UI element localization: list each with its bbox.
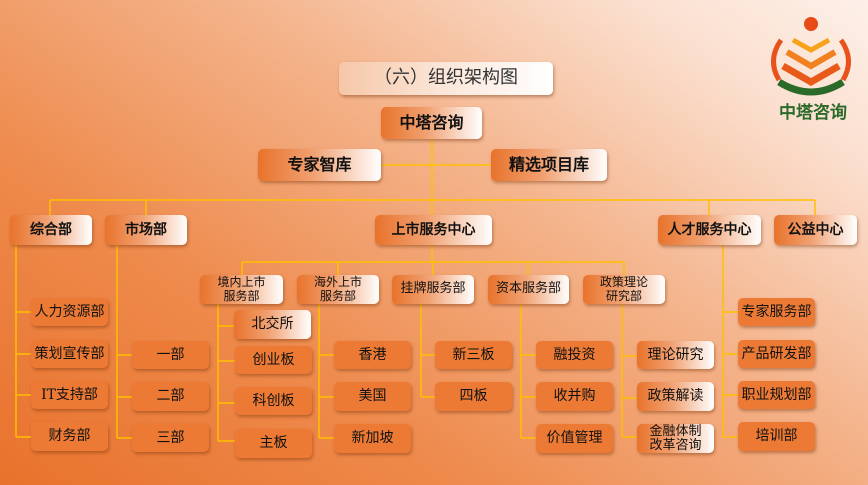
leaf-node[interactable]: 新加坡 bbox=[334, 424, 411, 453]
page-title: （六）组织架构图 bbox=[339, 62, 553, 95]
leaf-node[interactable]: 新三板 bbox=[435, 341, 512, 369]
leaf-node[interactable]: 人力资源部 bbox=[31, 298, 108, 326]
leaf-node[interactable]: 价值管理 bbox=[536, 424, 613, 453]
listing-dept-node[interactable]: 挂牌服务部 bbox=[392, 275, 474, 304]
leaf-node[interactable]: 职业规划部 bbox=[738, 381, 815, 409]
center-node[interactable]: 上市服务中心 bbox=[375, 215, 492, 245]
leaf-node[interactable]: 创业板 bbox=[235, 346, 312, 374]
leaf-node[interactable]: 主板 bbox=[235, 429, 312, 458]
listing-dept-node[interactable]: 海外上市 服务部 bbox=[297, 275, 379, 304]
leaf-node[interactable]: 专家服务部 bbox=[738, 298, 815, 326]
leaf-node[interactable]: 培训部 bbox=[738, 422, 815, 451]
advisor-node[interactable]: 精选项目库 bbox=[491, 149, 607, 181]
leaf-node[interactable]: 产品研发部 bbox=[738, 340, 815, 368]
listing-dept-node[interactable]: 境内上市 服务部 bbox=[200, 275, 283, 304]
leaf-node[interactable]: 北交所 bbox=[234, 310, 311, 339]
center-node[interactable]: 市场部 bbox=[105, 215, 187, 245]
leaf-node[interactable]: 财务部 bbox=[31, 422, 108, 451]
listing-dept-node[interactable]: 资本服务部 bbox=[488, 275, 569, 304]
leaf-node[interactable]: 理论研究 bbox=[637, 341, 714, 369]
leaf-node[interactable]: 融投资 bbox=[536, 341, 613, 369]
leaf-node[interactable]: 四板 bbox=[435, 382, 512, 411]
center-node[interactable]: 综合部 bbox=[10, 215, 92, 245]
leaf-node[interactable]: 科创板 bbox=[235, 387, 312, 415]
leaf-node[interactable]: IT支持部 bbox=[31, 381, 108, 409]
leaf-node[interactable]: 策划宣传部 bbox=[31, 340, 108, 368]
center-node[interactable]: 公益中心 bbox=[774, 215, 857, 245]
leaf-node[interactable]: 美国 bbox=[334, 382, 411, 411]
leaf-node[interactable]: 政策解读 bbox=[637, 382, 714, 411]
leaf-node[interactable]: 三部 bbox=[132, 424, 209, 452]
center-node[interactable]: 人才服务中心 bbox=[658, 215, 761, 245]
leaf-node[interactable]: 收并购 bbox=[536, 382, 613, 411]
logo-text: 中塔咨询 bbox=[779, 103, 847, 123]
leaf-node[interactable]: 香港 bbox=[334, 341, 411, 369]
leaf-node[interactable]: 一部 bbox=[132, 341, 209, 369]
zhongta-logo-icon bbox=[771, 17, 851, 96]
leaf-node[interactable]: 二部 bbox=[132, 382, 209, 411]
listing-dept-node[interactable]: 政策理论 研究部 bbox=[583, 275, 665, 304]
advisor-node[interactable]: 专家智库 bbox=[258, 149, 381, 181]
leaf-node[interactable]: 金融体制 改革咨询 bbox=[637, 424, 714, 453]
root-node[interactable]: 中塔咨询 bbox=[381, 107, 482, 139]
